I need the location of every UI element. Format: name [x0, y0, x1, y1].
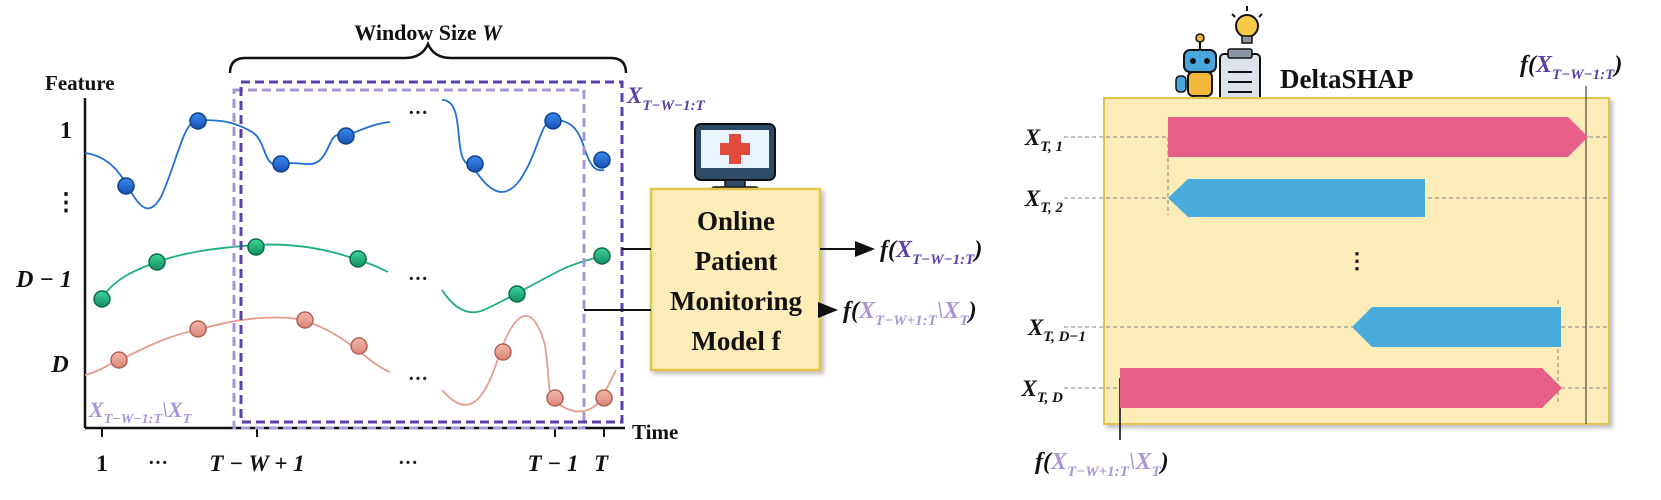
feature-d-minus-1-point	[508, 285, 526, 303]
feature-label-1: 1	[60, 118, 72, 144]
time-series-panel: Window Size W Feature Time 1 ⋮ D − 1 D 1…	[15, 20, 705, 476]
previous-window-label: XT−W−1:T\XT	[88, 397, 193, 427]
feature-d-minus-1-point	[593, 247, 611, 265]
feature-1-point	[466, 155, 484, 173]
ellipsis-row-d: ···	[408, 368, 428, 390]
previous-window-box	[232, 88, 586, 430]
current-window-box	[239, 80, 624, 424]
feature-d-minus-1-point	[349, 250, 367, 268]
deltashap-title: DeltaSHAP	[1280, 64, 1413, 94]
model-line-2: Patient	[695, 246, 777, 276]
ellipsis-row-1: ···	[408, 102, 428, 124]
feature-d-point	[189, 320, 207, 338]
feature-1-point	[337, 127, 355, 145]
x-tick-ellipsis-1: ···	[148, 452, 168, 474]
feature-d-point	[494, 343, 512, 361]
feature-d-point	[110, 351, 128, 369]
feature-1-curve-a	[84, 119, 391, 210]
feature-1-point	[544, 112, 562, 130]
model-line-3: Monitoring	[670, 286, 802, 316]
attribution-bar-row-d-minus-1	[1352, 307, 1561, 347]
feature-d-minus-1-point	[93, 290, 111, 308]
x-tick-1: 1	[96, 451, 108, 476]
x-axis-label: Time	[632, 420, 678, 444]
current-window-label: XT−W−1:T	[626, 83, 706, 114]
attribution-bar-row-1	[1168, 117, 1588, 157]
feature-d-minus-1-curve-a	[99, 243, 389, 301]
feature-d-curve-b	[441, 315, 617, 413]
feature-1-point	[272, 155, 290, 173]
robot-icon	[1175, 33, 1217, 107]
x-tick-t-w-1: T − W + 1	[209, 451, 304, 476]
feature-1-point	[117, 177, 135, 195]
top-value-label: f(XT−W−1:T)	[1520, 52, 1622, 83]
feature-label-d-minus-1: D − 1	[15, 267, 72, 293]
feature-label-vdots: ⋮	[54, 190, 78, 216]
window-size-title: Window Size W	[354, 20, 503, 45]
feature-d-point	[296, 311, 314, 329]
ellipsis-row-d-minus-1: ···	[408, 268, 428, 290]
feature-label-d: D	[50, 352, 68, 378]
deltashap-panel: DeltaSHAP f(XT−W−1:T) XT, 1 XT, 2 ⋮ XT, …	[1021, 6, 1622, 480]
feature-1-point	[593, 151, 611, 169]
row-label-d: XT, D	[1021, 376, 1064, 406]
feature-d-minus-1-point	[148, 253, 166, 271]
x-tick-t: T	[594, 451, 609, 476]
model-line-4: Model f	[691, 326, 781, 356]
output-current-label: f(XT−W−1:T)	[880, 237, 982, 268]
x-tick-t-minus-1: T − 1	[528, 451, 579, 476]
model-box	[649, 187, 822, 372]
x-tick-ellipsis-2: ···	[398, 452, 418, 474]
row-label-2: XT, 2	[1024, 186, 1064, 216]
attribution-bar-row-2	[1168, 179, 1425, 217]
model-line-1: Online	[697, 206, 775, 236]
attribution-bar-row-d	[1120, 368, 1562, 408]
row-label-1: XT, 1	[1024, 125, 1063, 155]
feature-d-point	[350, 337, 368, 355]
window-brace	[228, 40, 628, 74]
feature-d-minus-1-curve-b	[441, 255, 605, 314]
row-label-d-minus-1: XT, D−1	[1027, 315, 1086, 345]
feature-d-point	[546, 389, 564, 407]
model-section: Online Patient Monitoring Model f f(XT−W…	[584, 123, 982, 372]
feature-1-point	[189, 112, 207, 130]
bottom-value-label: f(XT−W+1:T\XT)	[1035, 449, 1169, 480]
feature-d-minus-1-point	[247, 238, 265, 256]
y-axis-label: Feature	[45, 71, 115, 95]
feature-d-curve-a	[84, 316, 391, 376]
feature-1-curve-b	[441, 99, 605, 193]
feature-d-point	[595, 389, 613, 407]
row-vdots: ⋮	[1346, 248, 1368, 273]
monitor-medical-icon	[694, 123, 776, 193]
clipboard-lightbulb-icon	[1219, 6, 1263, 109]
output-previous-label: f(XT−W+1:T\XT)	[843, 298, 977, 329]
